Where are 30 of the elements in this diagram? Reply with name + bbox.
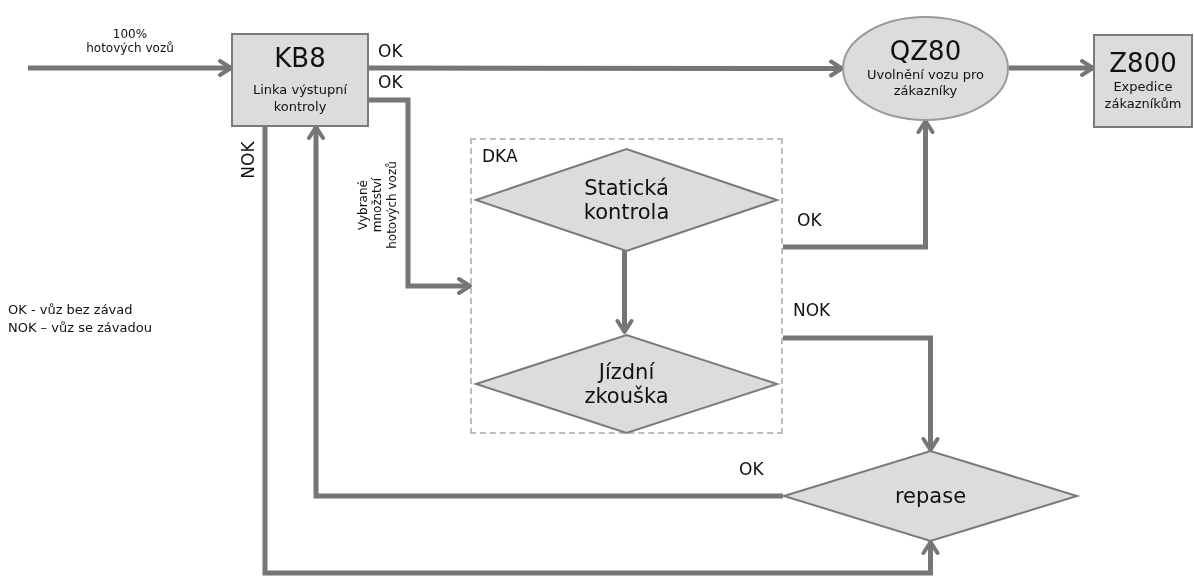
decision-diamond (475, 148, 778, 252)
node-title: KB8 (274, 44, 326, 75)
process-box (1093, 34, 1193, 128)
node-title: Statická kontrola (582, 175, 671, 225)
flow-annotation: Vybrané množství hotových vozů (356, 160, 400, 251)
legend-note: NOK – vůz se závadou (8, 320, 152, 336)
node-description: Expedice zákazníkům (1103, 79, 1183, 113)
arrow (262, 127, 940, 576)
node-description: Linka výstupní kontroly (251, 82, 349, 116)
arrow (1009, 59, 1095, 77)
arrow (307, 125, 783, 499)
node-title: Z800 (1109, 49, 1177, 80)
decision-diamond (783, 450, 1078, 542)
legend-note: OK - vůz bez závad (8, 302, 133, 318)
arrow (783, 335, 940, 452)
edge-label: 100% hotových vozů (85, 26, 175, 56)
arrow (783, 119, 935, 250)
arrow (615, 250, 634, 334)
arrow (369, 59, 844, 78)
group-title: DKA (482, 146, 518, 166)
node-title: repase (894, 483, 967, 509)
arrow (369, 97, 472, 295)
node-description: Uvolnění vozu pro zákazníky (866, 66, 985, 101)
arrow (28, 59, 233, 77)
node-title: QZ80 (889, 36, 962, 67)
decision-diamond (475, 334, 778, 434)
process-ellipse (842, 16, 1009, 121)
group-frame (470, 138, 783, 434)
process-box (231, 33, 369, 127)
node-title: Jízdní zkouška (583, 359, 670, 409)
